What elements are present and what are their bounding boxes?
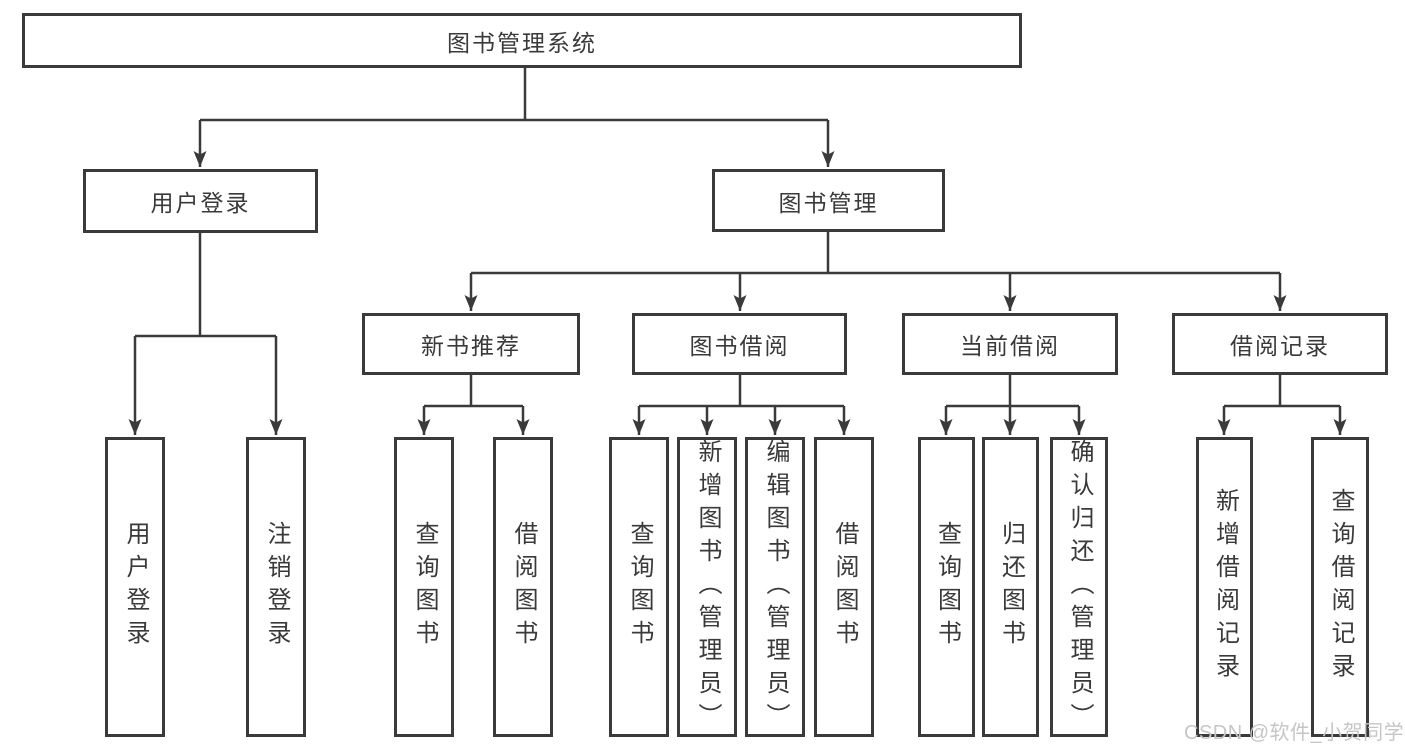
node-user-login-label: 用户登录 bbox=[150, 190, 251, 216]
node-borrow-record-label: 借阅记录 bbox=[1230, 333, 1330, 359]
leaf-cur-return-book: 归还图书 bbox=[982, 437, 1039, 737]
node-new-book-rec-label: 新书推荐 bbox=[421, 333, 521, 359]
leaf-query-borrow-record: 查询借阅记录 bbox=[1311, 437, 1369, 737]
leaf-user-login: 用户登录 bbox=[105, 437, 165, 737]
leaf-logout: 注销登录 bbox=[246, 437, 306, 737]
node-new-book-rec: 新书推荐 bbox=[362, 313, 580, 375]
node-book-mgmt-label: 图书管理 bbox=[778, 189, 879, 216]
node-root: 图书管理系统 bbox=[22, 13, 1022, 68]
node-borrow-record: 借阅记录 bbox=[1172, 313, 1388, 375]
leaf-cur-return-book-label: 归还图书 bbox=[997, 521, 1025, 653]
leaf-cur-confirm-return: 确认归还（管理员） bbox=[1050, 437, 1108, 737]
leaf-query-borrow-record-label: 查询借阅记录 bbox=[1327, 488, 1354, 686]
leaf-add-borrow-record-label: 新增借阅记录 bbox=[1211, 488, 1239, 686]
node-user-login: 用户登录 bbox=[83, 169, 318, 233]
node-book-borrow-label: 图书借阅 bbox=[689, 333, 790, 359]
leaf-user-login-label: 用户登录 bbox=[122, 521, 149, 653]
leaf-bb-borrow-book: 借阅图书 bbox=[814, 437, 874, 737]
node-current-borrow-label: 当前借阅 bbox=[960, 333, 1060, 359]
leaf-cur-confirm-return-label: 确认归还（管理员） bbox=[1066, 438, 1093, 736]
leaf-cur-query-book-label: 查询图书 bbox=[933, 521, 961, 653]
node-current-borrow: 当前借阅 bbox=[902, 313, 1118, 375]
leaf-rec-borrow-book: 借阅图书 bbox=[493, 437, 553, 737]
leaf-bb-borrow-book-label: 借阅图书 bbox=[831, 521, 858, 653]
leaf-logout-label: 注销登录 bbox=[263, 521, 290, 653]
leaf-bb-query-book: 查询图书 bbox=[609, 437, 669, 737]
node-book-borrow: 图书借阅 bbox=[632, 313, 847, 375]
leaf-add-borrow-record: 新增借阅记录 bbox=[1196, 437, 1253, 737]
csdn-watermark: CSDN @软件_小贺同学 bbox=[1184, 722, 1405, 744]
node-root-label: 图书管理系统 bbox=[447, 29, 597, 56]
leaf-rec-borrow-book-label: 借阅图书 bbox=[510, 521, 537, 653]
leaf-rec-query-book-label: 查询图书 bbox=[411, 521, 438, 653]
leaf-bb-edit-book-label: 编辑图书（管理员） bbox=[762, 438, 789, 736]
leaf-bb-add-book-label: 新增图书（管理员） bbox=[694, 438, 721, 736]
leaf-cur-query-book: 查询图书 bbox=[918, 437, 975, 737]
leaf-bb-query-book-label: 查询图书 bbox=[626, 521, 653, 653]
leaf-bb-add-book: 新增图书（管理员） bbox=[677, 437, 737, 737]
leaf-rec-query-book: 查询图书 bbox=[394, 437, 454, 737]
node-book-mgmt: 图书管理 bbox=[712, 169, 945, 232]
leaf-bb-edit-book: 编辑图书（管理员） bbox=[745, 437, 805, 737]
